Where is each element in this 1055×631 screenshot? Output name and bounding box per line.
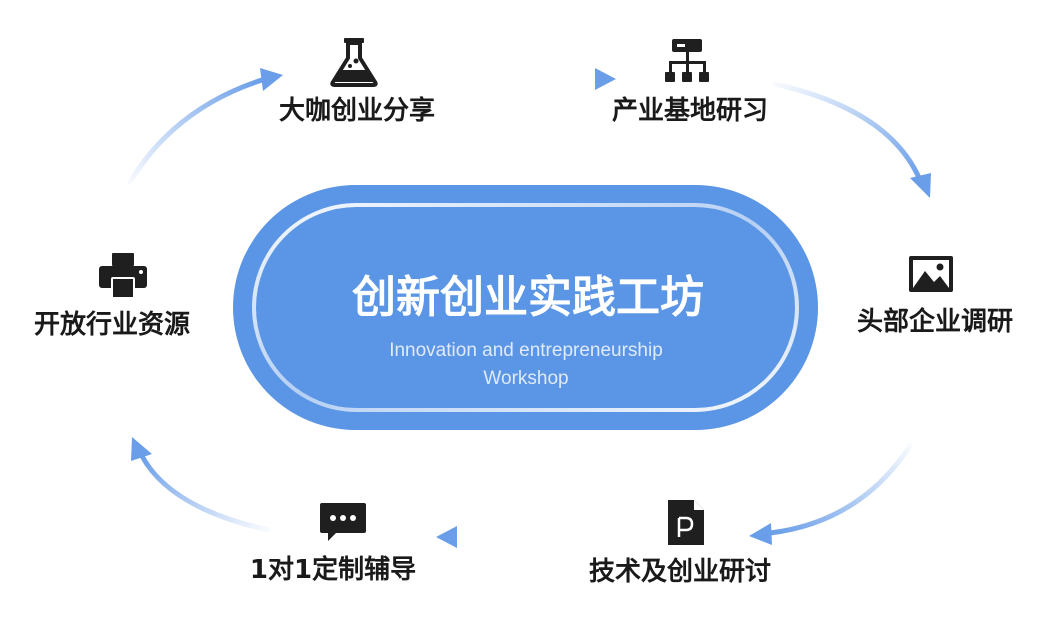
cycle-arrows xyxy=(127,68,931,548)
node-label-leading-enterprise: 头部企业调研 xyxy=(857,306,1013,337)
chat-bubble-icon xyxy=(320,503,366,541)
node-leading-enterprise: 头部企业调研 xyxy=(857,256,1013,337)
arrow-top-mid xyxy=(437,68,616,90)
image-icon xyxy=(909,256,953,292)
center-inner-ring xyxy=(252,203,799,412)
node-label-expert-sharing: 大咖创业分享 xyxy=(279,95,435,126)
node-one-on-one: 1对1定制辅导 xyxy=(250,503,416,585)
node-label-open-resources: 开放行业资源 xyxy=(34,309,190,340)
node-label-tech-seminar: 技术及创业研讨 xyxy=(589,557,771,587)
center-subtitle-line2: Workshop xyxy=(483,368,568,389)
node-label-industry-base: 产业基地研习 xyxy=(612,96,768,126)
center-title: 创新创业实践工坊 xyxy=(352,272,704,323)
arrow-top-left xyxy=(127,68,283,185)
flask-icon xyxy=(330,38,378,87)
arrow-bot-left xyxy=(131,437,271,533)
node-industry-base: 产业基地研习 xyxy=(612,39,768,126)
center-hub: 创新创业实践工坊 Innovation and entrepreneurship… xyxy=(233,185,818,430)
node-open-resources: 开放行业资源 xyxy=(34,253,190,340)
arrow-top-right xyxy=(772,81,931,198)
center-capsule xyxy=(233,185,818,430)
center-subtitle-line1: Innovation and entrepreneurship xyxy=(389,340,663,361)
ppt-file-icon xyxy=(668,500,704,545)
org-chart-icon xyxy=(665,39,709,82)
node-label-one-on-one: 1对1定制辅导 xyxy=(250,554,416,585)
printer-icon xyxy=(99,253,147,299)
node-tech-seminar: 技术及创业研讨 xyxy=(589,500,771,587)
node-expert-sharing: 大咖创业分享 xyxy=(279,38,435,126)
arrow-bot-right xyxy=(749,443,913,545)
arrow-bot-mid xyxy=(436,526,615,548)
